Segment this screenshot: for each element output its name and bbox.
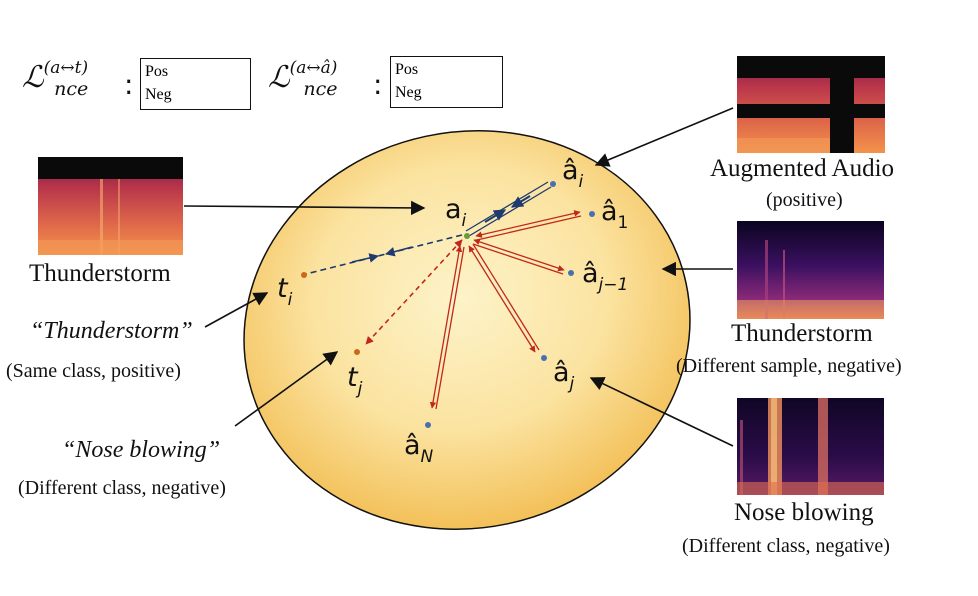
label-ahat-N: âN (404, 430, 433, 467)
caption-nose-blowing-sub: (Different class, negative) (682, 535, 890, 557)
point-ahat-1 (589, 211, 595, 217)
legend-neg-label-1: Neg (145, 86, 172, 103)
label-ahat-i: âi (562, 155, 583, 192)
arrow-quote-thunder-to-ti (204, 292, 269, 328)
label-t-j-sub: j (357, 379, 363, 399)
legend-box-a-t: Pos Neg (140, 58, 251, 110)
label-ahat-1-sub: 1 (617, 213, 629, 233)
label-ahat-N-base: â (404, 430, 421, 461)
embedding-space-ellipse (243, 130, 691, 530)
label-t-j: tj (347, 362, 362, 399)
loss-a-ahat-sub: nce (303, 78, 338, 100)
neg-dashed-ai-tj (365, 239, 463, 345)
spectrogram-nose-blowing (737, 398, 884, 495)
caption-augmented-positive: (positive) (766, 189, 843, 211)
label-ahat-j1-base: â (582, 258, 599, 289)
label-t-i-sub: i (287, 290, 293, 310)
label-t-i: ti (277, 273, 292, 310)
label-ahat-i-sub: i (578, 172, 584, 192)
point-ahat-i (550, 181, 556, 187)
label-a-i-sub: i (461, 211, 467, 231)
caption-nose-blowing: Nose blowing (734, 499, 874, 526)
loss-a-ahat-symbol: ℒ(a↔â)nce (268, 58, 338, 100)
label-ahat-j: âj (553, 357, 574, 394)
label-ahat-j1: âj−1 (582, 258, 628, 295)
caption-augmented-audio: Augmented Audio (710, 155, 895, 182)
legend-pos-label-1: Pos (145, 63, 169, 80)
loss-a-t-colon: : (124, 68, 134, 101)
label-a-i: ai (445, 194, 466, 231)
label-ahat-j-base: â (553, 357, 570, 388)
label-ahat-i-base: â (562, 155, 579, 186)
spectrogram-thunderstorm-left (38, 157, 183, 255)
arrow-nose-to-ahat-j (589, 377, 734, 447)
label-t-i-base: t (277, 273, 288, 304)
caption-right-thunderstorm: Thunderstorm (731, 320, 873, 347)
label-t-j-base: t (347, 362, 358, 393)
caption-right-thunderstorm-sub: (Different sample, negative) (676, 355, 902, 377)
point-t-i (301, 272, 307, 278)
caption-quote-thunderstorm: “Thunderstorm” (30, 318, 193, 344)
legend-box-a-ahat: Pos Neg (390, 56, 503, 108)
neg-solid-ai-ahat-j (468, 243, 540, 353)
label-ahat-N-sub: N (420, 447, 434, 467)
arrow-quote-nose-to-tj (234, 351, 339, 427)
point-a-i (464, 233, 470, 239)
loss-a-t-sup: (a↔t) (43, 58, 89, 78)
caption-left-thunderstorm: Thunderstorm (29, 260, 171, 287)
pos-solid-arrow-2 (510, 195, 531, 208)
loss-a-ahat-main: ℒ (268, 60, 290, 95)
spectrogram-augmented-audio (737, 56, 885, 153)
legend-neg-label-2: Neg (395, 84, 422, 101)
legend-pos-label-2: Pos (395, 61, 419, 78)
arrow-left-spec-to-ai (183, 200, 426, 216)
loss-a-ahat-sup: (a↔â) (289, 58, 338, 78)
loss-a-t-sub: nce (54, 78, 89, 100)
point-ahat-j1 (568, 270, 574, 276)
loss-a-ahat-colon: : (373, 68, 383, 101)
spectrogram-thunderstorm-right (737, 221, 884, 319)
neg-solid-ai-ahat-1 (475, 210, 582, 241)
neg-solid-ai-ahat-N (429, 245, 465, 410)
point-t-j (354, 349, 360, 355)
caption-quote-nose-blowing-sub: (Different class, negative) (18, 477, 226, 499)
loss-a-t-main: ℒ (22, 60, 44, 95)
label-ahat-1-base: â (601, 196, 618, 227)
label-ahat-1: â1 (601, 196, 628, 233)
label-ahat-j1-sub: j−1 (598, 275, 629, 295)
label-ahat-j-sub: j (569, 374, 575, 394)
caption-quote-thunderstorm-sub: (Same class, positive) (6, 360, 181, 382)
caption-quote-nose-blowing: “Nose blowing” (62, 437, 221, 463)
label-a-i-base: a (445, 194, 462, 225)
point-ahat-j (541, 355, 547, 361)
arrow-augmented-to-ahat-i (594, 107, 734, 167)
loss-a-t-symbol: ℒ(a↔t)nce (22, 58, 88, 100)
point-ahat-N (425, 422, 431, 428)
